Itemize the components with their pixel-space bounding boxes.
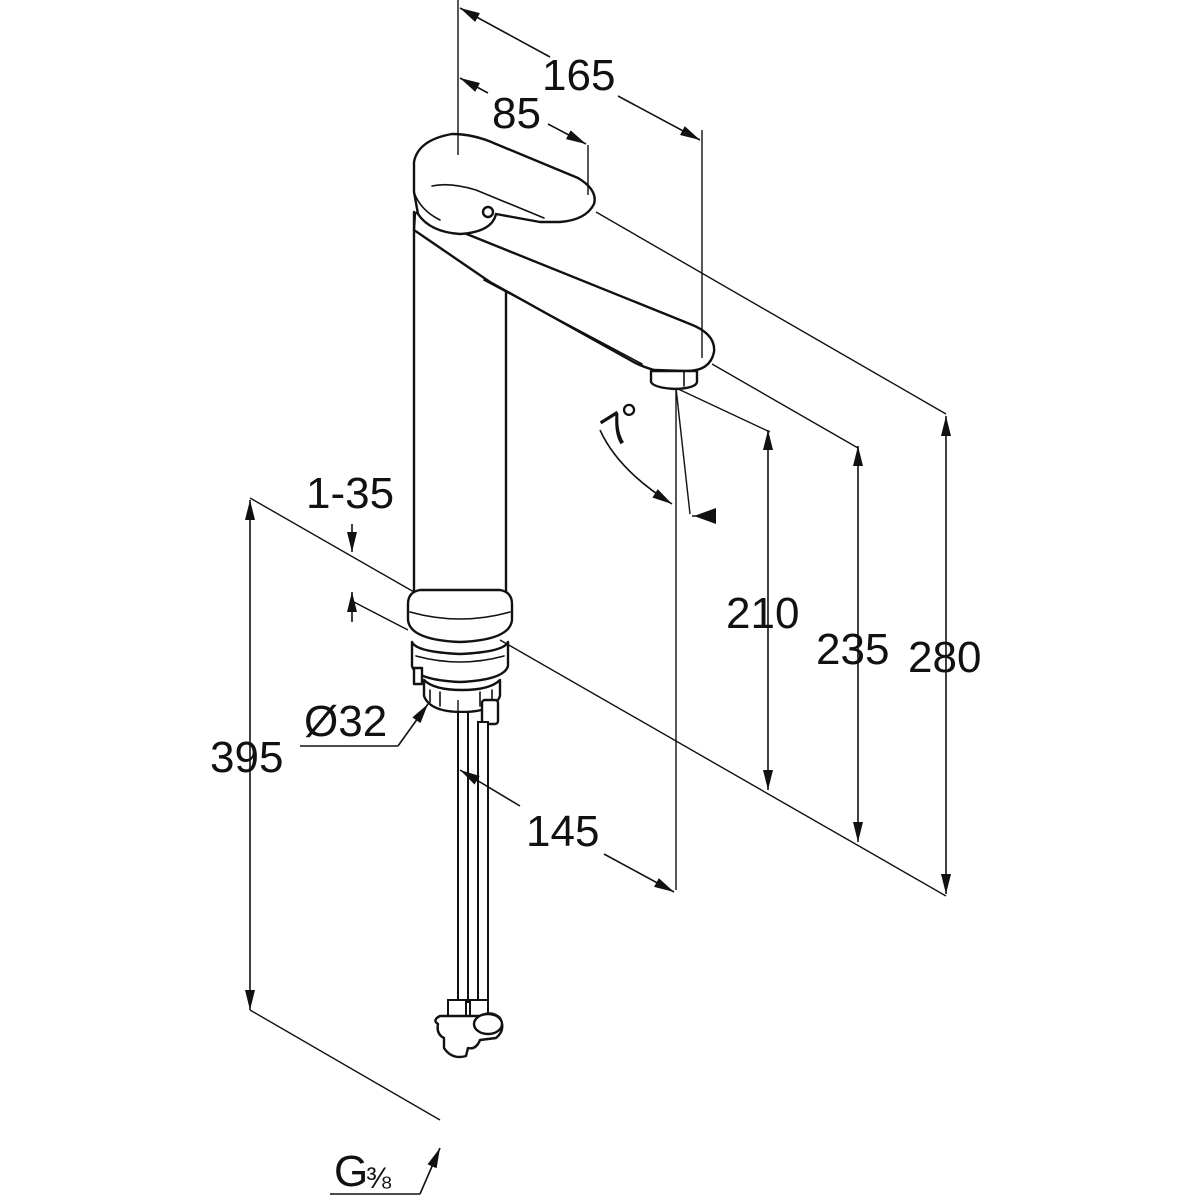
dimension-280-label: 280: [908, 633, 981, 682]
thread-label-fraction: ⅜: [366, 1162, 392, 1195]
dimension-210-label: 210: [726, 589, 799, 638]
dimension-thread: G ⅜: [330, 1147, 441, 1196]
extension-lines: [249, 211, 947, 1121]
faucet-body: [406, 132, 716, 726]
dimension-85: 85: [459, 77, 589, 195]
dimension-235: 235: [816, 446, 889, 842]
dimension-diameter-32: Ø32: [300, 697, 429, 747]
dimension-145-label: 145: [526, 807, 599, 856]
dimension-85-label: 85: [492, 89, 541, 138]
dimension-145: 145: [457, 700, 675, 893]
dimension-395-label: 395: [210, 733, 283, 782]
dimension-angle-label: 7°: [593, 393, 655, 457]
dimension-235-label: 235: [816, 625, 889, 674]
dimension-395: 395: [210, 500, 283, 1010]
dimension-1-35-label: 1-35: [306, 469, 394, 518]
dimension-angle: 7°: [593, 387, 716, 890]
dimension-210: 210: [726, 430, 799, 790]
dimension-1-35: 1-35: [306, 469, 394, 622]
dimension-280: 280: [908, 416, 981, 894]
dimension-165-label: 165: [542, 51, 615, 100]
dimension-165: 165: [457, 0, 703, 358]
thread-label-main: G: [334, 1147, 368, 1196]
supply-hoses: [434, 711, 504, 1059]
dimension-diameter-32-label: Ø32: [304, 697, 387, 746]
